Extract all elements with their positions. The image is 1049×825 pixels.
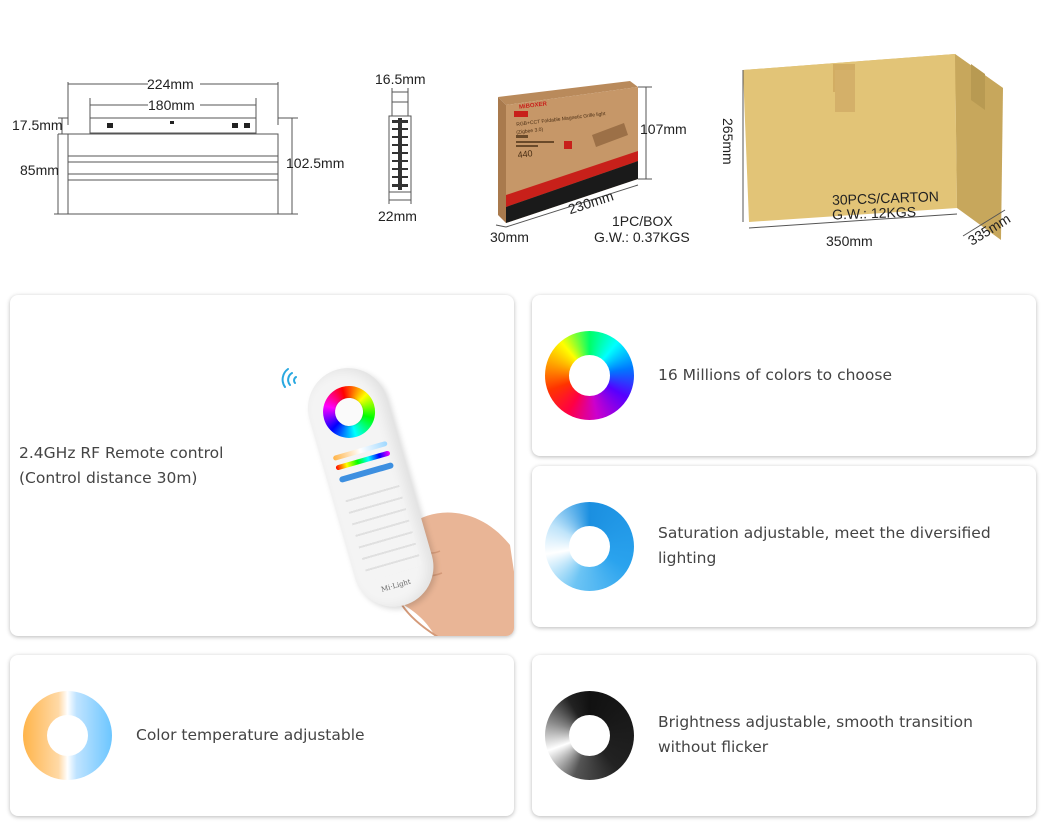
remote-text-line1: 2.4GHz RF Remote control xyxy=(19,444,224,462)
card-saturation: Saturation adjustable, meet the diversif… xyxy=(532,466,1036,627)
brightness-ring-hole xyxy=(569,715,610,756)
dim-22: 22mm xyxy=(378,208,417,224)
brightness-text: Brightness adjustable, smooth transition… xyxy=(658,710,1018,760)
card-color-temperature: Color temperature adjustable xyxy=(10,655,514,816)
box-print-model: 440 xyxy=(517,148,534,160)
remote-brand: Mi·Light xyxy=(380,577,412,594)
carton-weight: G.W.: 12KGS xyxy=(831,203,917,223)
remote-text-line2: (Control distance 30m) xyxy=(19,469,198,487)
colors-text: 16 Millions of colors to choose xyxy=(658,366,893,384)
dim-85: 85mm xyxy=(20,162,59,178)
box-quantity: 1PC/BOX xyxy=(612,213,673,229)
dim-265: 265mm xyxy=(720,118,736,165)
remote-keypad xyxy=(343,479,423,582)
rgb-ring-hole xyxy=(569,355,610,396)
product-box-drawing xyxy=(495,81,652,228)
dim-30: 30mm xyxy=(490,229,529,245)
card-remote-control: 2.4GHz RF Remote control (Control distan… xyxy=(10,295,514,636)
remote-illustration: Mi·Light xyxy=(298,355,514,636)
dim-17-5: 17.5mm xyxy=(12,117,63,133)
temperature-text: Color temperature adjustable xyxy=(136,726,365,744)
color-temperature-ring-hole xyxy=(47,715,88,756)
dim-107: 107mm xyxy=(640,121,687,137)
dim-224: 224mm xyxy=(147,76,194,92)
saturation-ring-hole xyxy=(569,526,610,567)
card-brightness: Brightness adjustable, smooth transition… xyxy=(532,655,1036,816)
dim-16-5: 16.5mm xyxy=(375,71,426,87)
side-profile-drawing xyxy=(388,88,412,204)
dim-102-5: 102.5mm xyxy=(286,155,345,171)
dim-350: 350mm xyxy=(826,233,873,249)
card-16-million-colors: 16 Millions of colors to choose xyxy=(532,295,1036,456)
brightness-text-content: Brightness adjustable, smooth transition… xyxy=(658,713,973,756)
box-weight: G.W.: 0.37KGS xyxy=(594,229,690,245)
saturation-text-content: Saturation adjustable, meet the diversif… xyxy=(658,524,991,567)
signal-waves-icon xyxy=(281,368,297,388)
carton-drawing xyxy=(742,54,1006,240)
fixture-drawing xyxy=(54,82,298,215)
dim-180: 180mm xyxy=(148,97,195,113)
saturation-text: Saturation adjustable, meet the diversif… xyxy=(658,521,1018,571)
